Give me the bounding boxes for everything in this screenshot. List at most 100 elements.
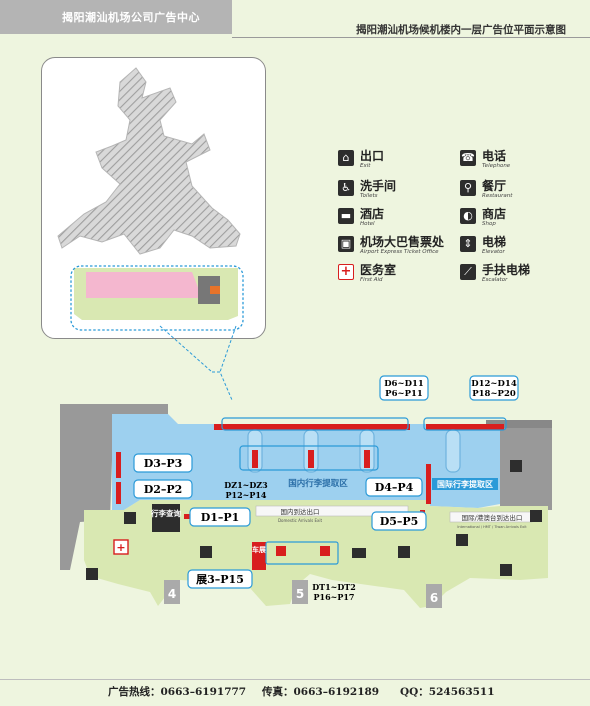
overview-block-1 [198, 276, 220, 304]
gray-structure-left [60, 404, 168, 570]
escalator-icon-right [510, 460, 522, 472]
overview-pink-zone [86, 272, 202, 298]
bus-ticket-icon [352, 548, 366, 558]
svg-text:D5–P5: D5–P5 [380, 515, 419, 528]
dz-callout [239, 445, 379, 471]
luggage-query-box [152, 504, 180, 532]
overview-svg [57, 67, 244, 331]
label-dz1-dz3: DZ1~DZ3 P12~P14 [224, 480, 268, 500]
footer-divider [0, 679, 590, 680]
carousel-4 [445, 429, 461, 473]
label-dt1-dt2: DT1~DT2 P16~P17 [312, 582, 356, 602]
dz-ads-marker-1 [252, 450, 258, 468]
bus-icon: ▣ [338, 236, 354, 252]
callout-pointer [212, 371, 233, 401]
header-band [0, 0, 232, 34]
first-aid-glyph: + [116, 541, 125, 554]
label-d6-d11: D6~D11 P6~P11 [379, 375, 429, 401]
label-d1-p1: D1–P1 [189, 507, 251, 527]
svg-text:DT1~DT2: DT1~DT2 [312, 582, 356, 592]
intl-baggage-label: 国际行李提取区 [437, 479, 493, 489]
intl-exit-label-en: International / HMT / Tiwan Arrivals Exi… [457, 525, 527, 529]
overview-block-2 [210, 286, 220, 294]
label-zhan3-p15: 展3–P15 [187, 569, 253, 589]
d6-d11-callout [221, 417, 409, 431]
callout-connector-right [219, 325, 237, 373]
domestic-exit-bar [255, 505, 409, 517]
escalator-icon: ⟋ [460, 264, 476, 280]
car-exhibit-box [252, 542, 266, 570]
intl-baggage-bg [432, 478, 498, 490]
header-left-title: 揭阳潮汕机场公司广告中心 [62, 11, 200, 24]
svg-text:P18~P20: P18~P20 [472, 389, 516, 399]
terminal-overview-map [41, 57, 266, 339]
d4-marker [426, 464, 431, 504]
footer-fax: 传真：0663–6192189 [262, 686, 380, 698]
top-ad-strip-right [426, 424, 504, 430]
dt1-marker [276, 546, 286, 556]
toilet-icon-right [500, 564, 512, 576]
d3-marker [116, 452, 121, 478]
phone-icon [86, 568, 98, 580]
footer-hotline: 广告热线：0663–6191777 [108, 686, 247, 698]
svg-text:D3–P3: D3–P3 [144, 457, 183, 470]
svg-text:DZ1~DZ3: DZ1~DZ3 [224, 480, 268, 490]
gate-5-block [292, 580, 308, 604]
d2-marker [116, 482, 121, 504]
svg-text:D12~D14: D12~D14 [471, 379, 517, 389]
svg-text:D2–P2: D2–P2 [144, 483, 183, 496]
domestic-exit-label: 国内到达出口 [281, 507, 320, 516]
shop-icon [398, 546, 410, 558]
svg-text:D1–P1: D1–P1 [201, 511, 240, 524]
d12-d14-callout [423, 417, 507, 431]
header-divider [232, 37, 590, 38]
dz-ads-marker-3 [364, 450, 370, 468]
svg-text:P12~P14: P12~P14 [226, 490, 267, 500]
gate-5-label: 5 [296, 587, 304, 601]
gate-6-block [426, 584, 442, 608]
footer-qq: QQ：524563511 [400, 686, 495, 698]
exit-icon: ⌂ [338, 150, 354, 166]
label-d12-d14: D12~D14 P18~P20 [469, 375, 519, 401]
svg-text:P16~P17: P16~P17 [314, 592, 355, 602]
car-exhibit-label: 车展 [252, 545, 267, 554]
top-ad-strip [214, 424, 410, 430]
gate-6-label: 6 [430, 591, 438, 605]
gate-4-block [164, 580, 180, 604]
intl-exit-label: 国际/港澳台到达出口 [462, 513, 523, 522]
elevator-icon: ⇕ [460, 236, 476, 252]
overview-terminal-shape [57, 67, 241, 255]
dt2-marker [320, 546, 330, 556]
callout-connector-left [159, 325, 213, 373]
shop-icon: ◐ [460, 208, 476, 224]
label-d3-p3: D3–P3 [133, 453, 193, 473]
luggage-query-label: 行李查询 [150, 508, 181, 518]
restaurant-icon [456, 534, 468, 546]
svg-text:P6~P11: P6~P11 [385, 389, 423, 399]
gray-structure-right [500, 424, 552, 510]
domestic-exit-label-en: Domestic Arrivals Exit [278, 518, 322, 523]
domestic-baggage-label: 国内行李提取区 [288, 478, 348, 489]
dz-ads-marker-2 [308, 450, 314, 468]
first-aid-icon: + [338, 264, 354, 280]
svg-text:D4–P4: D4–P4 [375, 481, 414, 494]
hotel-icon: ▬ [338, 208, 354, 224]
elevator-icon [530, 510, 542, 522]
label-d5-p5: D5–P5 [371, 511, 427, 531]
toilet-icon [124, 512, 136, 524]
restaurant-icon: ⚲ [460, 180, 476, 196]
svg-text:展3–P15: 展3–P15 [195, 573, 244, 586]
phone-icon: ☎ [460, 150, 476, 166]
dt-callout [265, 541, 339, 565]
